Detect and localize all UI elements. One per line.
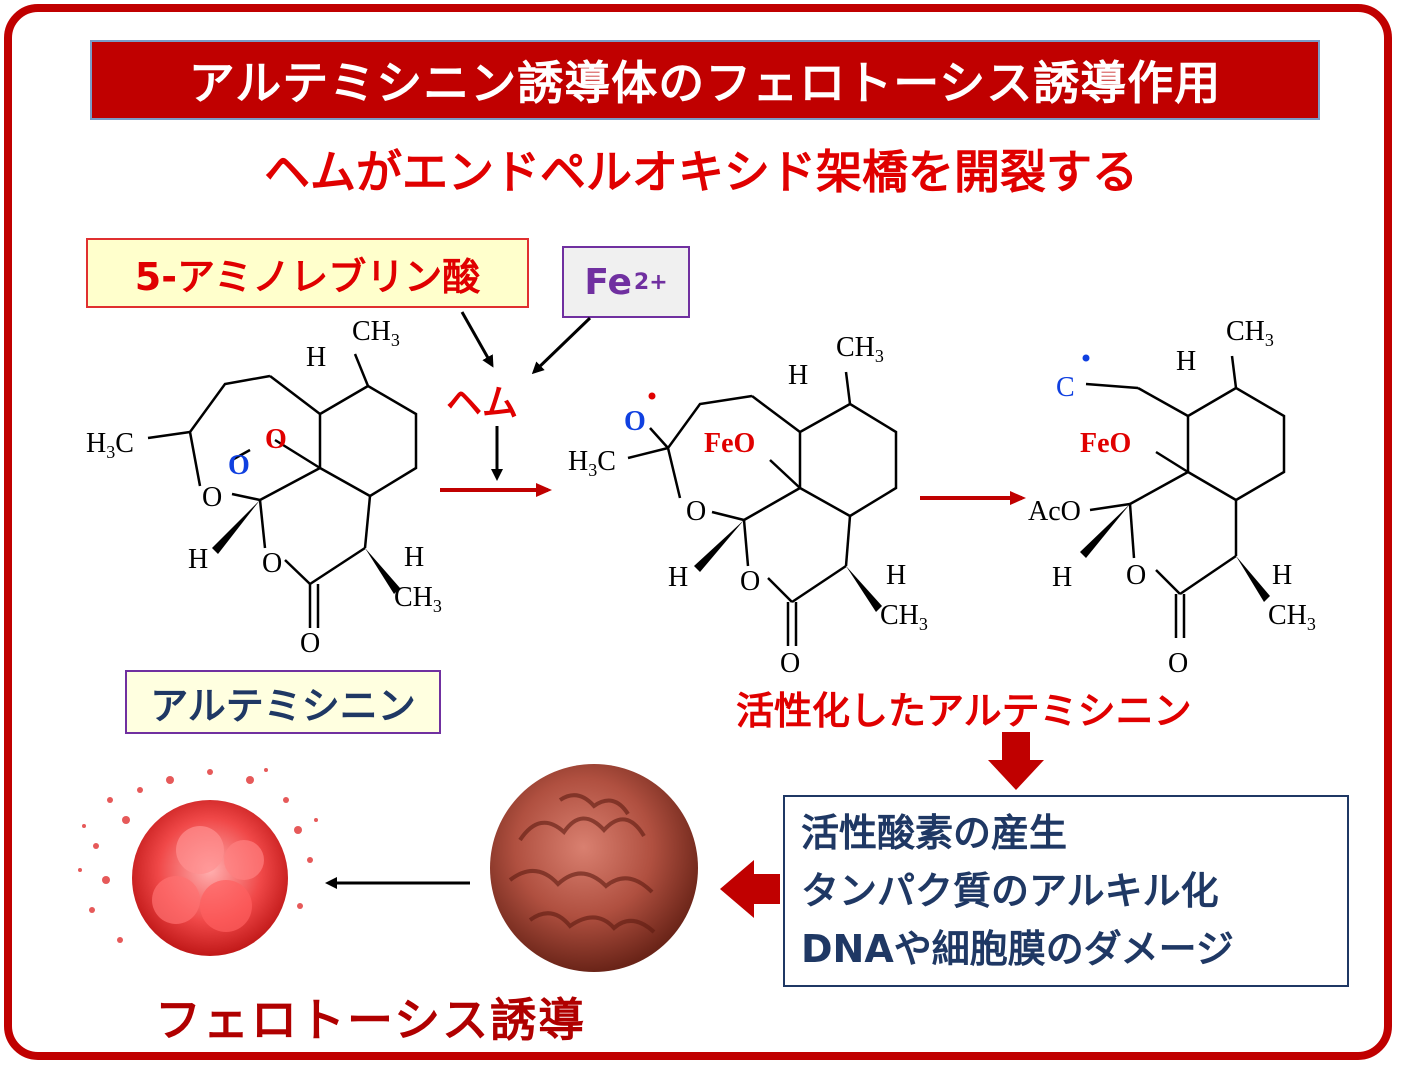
svg-text:H: H [1272,560,1292,591]
heme-label: ヘム [446,383,519,424]
artemisinin-label-box: アルテミシニン [125,670,441,734]
svg-text:O: O [202,482,222,513]
fe-to-heme-arrow [531,316,592,375]
svg-text:O: O [1168,648,1188,679]
svg-text:O: O [780,648,800,679]
activated-atoms: CH3 H H3C O H O H CH3 O O FeO [568,332,928,679]
svg-text:H: H [404,542,424,573]
svg-text:H: H [1176,346,1196,377]
svg-text:H: H [306,342,326,373]
ala-to-heme-arrow [460,311,494,368]
svg-text:O: O [228,450,250,481]
page-title: アルテミシニン誘導体のフェロトーシス誘導作用 [90,40,1320,120]
radical-atoms: CH3 H C FeO AcO H O H CH3 O [1028,316,1316,679]
svg-text:H3C: H3C [568,446,616,480]
svg-text:H: H [1052,562,1072,593]
artemisinin-wedges [212,500,400,594]
radical-structure [1085,355,1286,638]
left-block-arrow [720,860,780,918]
svg-text:CH3: CH3 [1226,316,1274,350]
radical-wedges [1080,504,1270,602]
svg-text:C: C [1056,372,1075,403]
ferroptotic-cell-illustration [78,768,318,956]
activated-artemisinin-label: 活性化したアルテミシニン [736,689,1192,733]
svg-text:O: O [740,566,760,597]
iron-label: Fe [584,261,632,303]
effects-box: 活性酸素の産生 タンパク質のアルキル化 DNAや細胞膜のダメージ [783,795,1349,987]
svg-text:CH3: CH3 [1268,600,1316,634]
subtitle: ヘムがエンドペルオキシド架橋を開裂する [264,145,1138,199]
effect-item: DNAや細胞膜のダメージ [801,927,1234,971]
ferroptosis-label: フェロトーシス誘導 [155,993,587,1047]
svg-text:O: O [624,406,646,437]
svg-text:O: O [1126,560,1146,591]
svg-text:CH3: CH3 [836,332,884,366]
svg-text:CH3: CH3 [880,600,928,634]
cancer-cell-illustration [490,764,698,972]
artemisinin-label: アルテミシニン [150,683,416,728]
svg-text:CH3: CH3 [394,582,442,616]
ala-box: 5-アミノレブリン酸 [86,238,529,308]
svg-text:H: H [788,360,808,391]
svg-text:FeO: FeO [704,428,755,459]
ala-label: 5-アミノレブリン酸 [134,254,481,299]
effect-item: 活性酸素の産生 [801,811,1068,855]
svg-text:H: H [886,560,906,591]
svg-text:H: H [188,544,208,575]
down-block-arrow [988,732,1044,790]
svg-text:H3C: H3C [86,428,134,462]
iron-charge: 2+ [633,269,668,295]
svg-text:H: H [668,562,688,593]
artemisinin-structure [147,353,418,628]
svg-text:O: O [686,496,706,527]
activated-structure [627,371,898,646]
svg-text:O: O [265,424,287,455]
svg-text:CH3: CH3 [352,316,400,350]
activated-wedges [694,520,882,612]
artemisinin-atoms: CH3 H H3C O H O H CH3 O O O [86,316,442,659]
svg-text:AcO: AcO [1028,496,1081,527]
svg-text:FeO: FeO [1080,428,1131,459]
svg-text:O: O [262,548,282,579]
effect-item: タンパク質のアルキル化 [801,869,1219,913]
svg-text:O: O [300,628,320,659]
